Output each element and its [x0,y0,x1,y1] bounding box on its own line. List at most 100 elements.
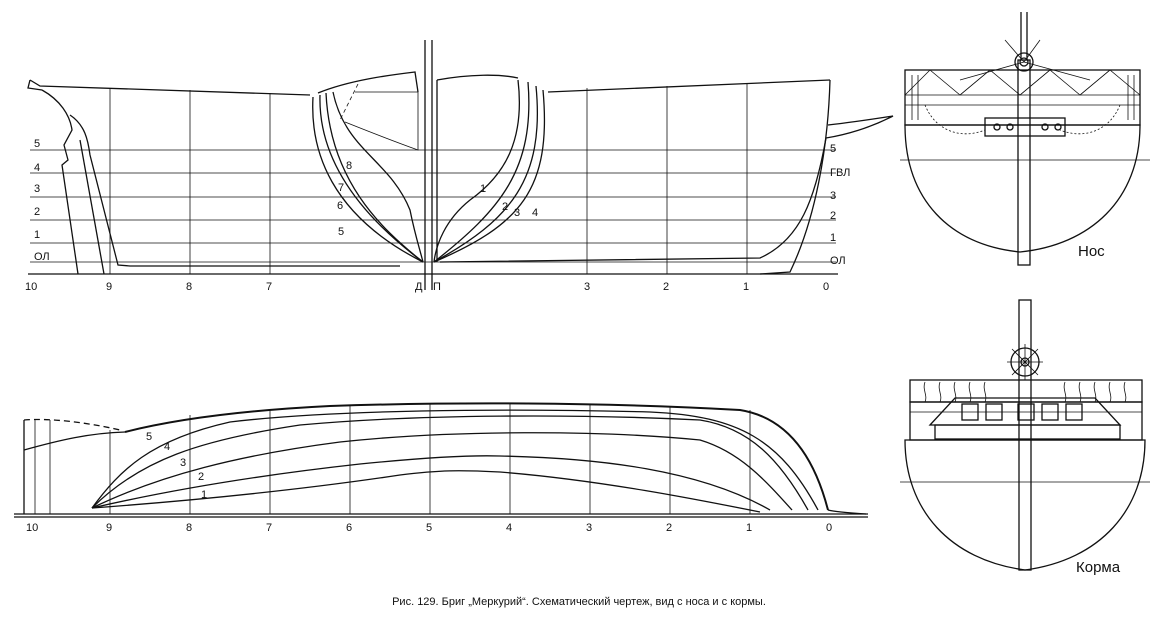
station-label: 10 [26,522,38,534]
level-line-3 [91,432,793,511]
line-label: 5 [146,431,152,443]
bow-balusters [911,75,1135,120]
station-label: 9 [106,522,112,534]
sheer-line-aft [29,79,311,96]
section-label: 7 [338,182,344,194]
stern-line [23,431,126,451]
section-label: 3 [514,207,520,219]
line-label: 4 [164,441,170,453]
waterline-label: 3 [34,183,40,195]
stem-post [1017,59,1031,266]
hawse-hole [1054,123,1062,131]
sheer-plan: 10 9 8 7 Д П 3 2 1 0 5 4 3 2 1 ОЛ 5 ГВЛ … [25,40,894,293]
stem-profile [759,79,831,275]
figurehead [1014,52,1034,72]
bottom-station-lines [23,404,751,514]
stem-end [827,509,867,515]
station-label: 5 [426,522,432,534]
top-waterline-labels-left: 5 4 3 2 1 ОЛ [34,138,50,263]
waterline-label: 1 [34,229,40,241]
sheer-line-fwd [547,79,831,93]
station-label: 0 [826,522,832,534]
aft-section-labels: 8 7 6 5 [337,160,352,238]
waterline-label: ОЛ [34,251,50,263]
stern-outline [23,418,121,431]
bottom-station-labels: 10 9 8 7 6 5 4 3 2 1 0 [26,522,832,534]
waterline-label: 5 [34,138,40,150]
fwd-sections [433,74,546,263]
top-station-labels: 10 9 8 7 Д П 3 2 1 0 [25,281,829,293]
station-label: 6 [346,522,352,534]
line-label: 2 [198,471,204,483]
waterline-label: 4 [34,162,40,174]
stern-label: Корма [1076,559,1121,576]
waterline-label: 5 [830,143,836,155]
anchor-chain [1059,104,1121,135]
anchor-chain [924,104,986,135]
station-label: 1 [746,522,752,534]
station-label: 3 [584,281,590,293]
hawse-hole [1041,123,1049,131]
waterline-label: ГВЛ [830,167,850,179]
station-label: 7 [266,522,272,534]
rabbet-aft [69,114,400,267]
station-label: 10 [25,281,37,293]
hawse-plate [984,117,1066,137]
stern-gallery [909,401,1143,441]
stern-taffrail [909,379,1143,403]
section-label: 2 [502,201,508,213]
stern-counter [934,424,1121,440]
section-label: 4 [532,207,538,219]
bow-rail-pattern [904,69,1141,106]
waterline-label: 2 [830,210,836,222]
level-line-1 [91,470,761,513]
station-label: 9 [106,281,112,293]
fwd-section-labels: 1 2 3 4 [480,183,538,219]
line-label: 1 [201,489,207,501]
station-label: 7 [266,281,272,293]
station-lines [109,84,748,274]
bow-view: Нос [900,12,1150,266]
hawse-hole [993,123,1001,131]
station-label: 3 [586,522,592,534]
aft-sections [312,71,424,263]
half-breadth-plan: 10 9 8 7 6 5 4 3 2 1 0 5 4 3 2 1 [14,402,868,534]
stern-hull [904,439,1146,571]
station-label: 0 [823,281,829,293]
section-label: 1 [480,183,486,195]
level-line-4 [91,415,809,511]
waterline-label: 3 [830,190,836,202]
station-label: 2 [663,281,669,293]
knee-of-head [825,115,894,139]
bottom-line-labels: 5 4 3 2 1 [146,431,207,501]
level-line-2 [91,455,771,511]
station-label: 8 [186,281,192,293]
waterline-label: 1 [830,232,836,244]
stern-profile [41,89,79,275]
top-waterline-labels-right: 5 ГВЛ 3 2 1 ОЛ [830,143,850,267]
bow-bulwark [904,69,1141,126]
figure-caption: Рис. 129. Бриг „Меркурий“. Схематический… [392,596,766,608]
station-label: 4 [506,522,512,534]
stern-view: Корма [900,299,1150,576]
rudder-post [1018,299,1032,571]
bow-hull [904,124,1141,253]
line-label: 3 [180,457,186,469]
stern-balusters [923,381,1127,403]
hawse-hole [1006,123,1014,131]
station-label: 8 [186,522,192,534]
section-label: 6 [337,200,343,212]
station-label: Д [415,281,423,293]
taffrail [27,79,43,91]
rabbet-fwd [439,137,827,263]
waterline-label: 2 [34,206,40,218]
sternpost [79,139,105,275]
station-label: П [433,281,441,293]
stern-windows [961,403,1083,421]
level-line-5b [91,409,819,511]
level-line-5 [124,402,829,511]
section-label: 8 [346,160,352,172]
section-label: 5 [338,226,344,238]
station-label: 2 [666,522,672,534]
station-label: 1 [743,281,749,293]
